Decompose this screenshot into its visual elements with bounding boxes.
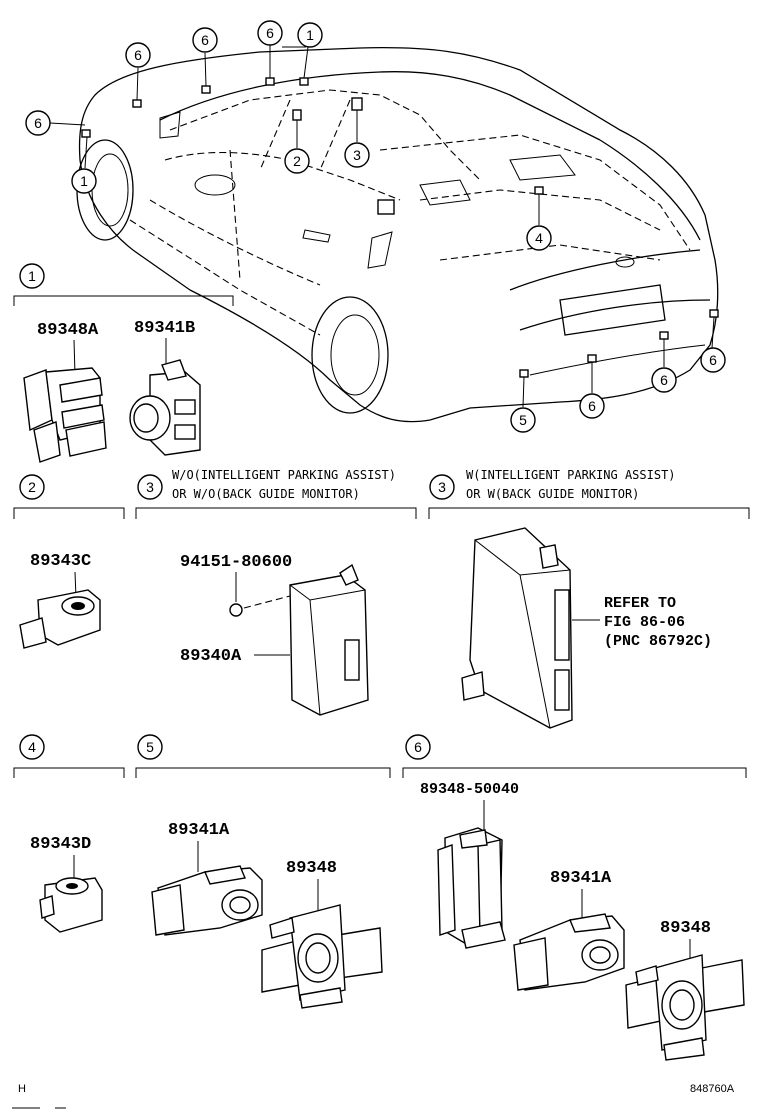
- svg-text:5: 5: [146, 739, 154, 755]
- svg-text:6: 6: [709, 352, 717, 368]
- svg-text:5: 5: [519, 412, 527, 428]
- svg-text:3: 3: [438, 479, 446, 495]
- svg-text:6: 6: [34, 115, 42, 131]
- part-number-89348-s6: 89348: [660, 919, 711, 938]
- svg-text:6: 6: [414, 739, 422, 755]
- svg-text:1: 1: [306, 27, 314, 43]
- part-number-89340A: 89340A: [180, 647, 242, 666]
- section-6: 6 89348-50040 89341A 89348: [402, 734, 747, 1061]
- callout-5-a: 5: [510, 407, 536, 433]
- bracket-89348-s5: [261, 904, 383, 1009]
- sensor-89341A-s6: [513, 913, 625, 991]
- svg-text:3: 3: [353, 147, 361, 163]
- callout-6-a: 6: [125, 42, 151, 68]
- svg-text:4: 4: [535, 230, 543, 246]
- section-3b: 3 W(INTELLIGENT PARKING ASSIST) OR W(BAC…: [428, 468, 750, 729]
- svg-text:OR W/O(BACK GUIDE MONITOR): OR W/O(BACK GUIDE MONITOR): [172, 487, 360, 501]
- section-3a: 3 W/O(INTELLIGENT PARKING ASSIST) OR W/O…: [135, 468, 417, 716]
- svg-text:4: 4: [28, 739, 36, 755]
- svg-text:6: 6: [134, 47, 142, 63]
- svg-text:OR W(BACK GUIDE MONITOR): OR W(BACK GUIDE MONITOR): [466, 487, 639, 501]
- svg-text:6: 6: [660, 372, 668, 388]
- bracket-89348-50040: [437, 827, 506, 949]
- ecu-89340A: [289, 563, 369, 716]
- svg-text:1: 1: [28, 268, 36, 284]
- bracket-89348-s6: [625, 954, 745, 1061]
- part-number-89341A-s6: 89341A: [550, 869, 612, 888]
- part-number-89341B: 89341B: [134, 319, 195, 338]
- callout-6-g: 6: [700, 347, 726, 373]
- svg-text:1: 1: [80, 173, 88, 189]
- part-number-89348-s5: 89348: [286, 859, 337, 878]
- callout-1-a: 1: [297, 22, 323, 48]
- callout-6-e: 6: [579, 393, 605, 419]
- part-number-89343D: 89343D: [30, 835, 91, 854]
- callout-6-c: 6: [257, 20, 283, 46]
- car-callouts: 6 6 6 1 6 1 2 3 4 5 6 6 6: [25, 20, 726, 433]
- sensor-89341B: [129, 359, 201, 456]
- svg-text:6: 6: [201, 32, 209, 48]
- footer-code: 848760A: [690, 1083, 735, 1095]
- svg-text:2: 2: [28, 479, 36, 495]
- sensor-89343D: [39, 877, 103, 933]
- part-number-94151-80600: 94151-80600: [180, 553, 292, 572]
- callout-2-a: 2: [284, 148, 310, 174]
- callout-1-b: 1: [71, 168, 97, 194]
- svg-text:6: 6: [588, 398, 596, 414]
- callout-6-b: 6: [192, 27, 218, 53]
- svg-text:FIG 86-06: FIG 86-06: [604, 614, 685, 631]
- part-number-89343C: 89343C: [30, 552, 91, 571]
- section-1: 1 89348A 89341B: [13, 263, 234, 463]
- footer-left: H: [18, 1083, 26, 1095]
- section-2: 2 89343C: [13, 474, 125, 649]
- svg-text:(PNC 86792C): (PNC 86792C): [604, 633, 712, 650]
- svg-text:6: 6: [266, 25, 274, 41]
- sensor-89343C: [19, 589, 101, 649]
- bracket-89348A: [23, 367, 107, 463]
- part-number-89341A-s5: 89341A: [168, 821, 230, 840]
- callout-3-a: 3: [344, 142, 370, 168]
- callout-6-f: 6: [651, 367, 677, 393]
- svg-text:2: 2: [293, 153, 301, 169]
- section-4: 4 89343D: [13, 734, 125, 933]
- car-illustration: [76, 47, 719, 423]
- svg-text:W(INTELLIGENT PARKING ASSIST): W(INTELLIGENT PARKING ASSIST): [466, 468, 676, 482]
- part-number-89348-50040: 89348-50040: [420, 781, 519, 798]
- ecu-park-assist: [461, 527, 573, 729]
- sensor-89341A-s5: [151, 865, 263, 936]
- car-leader-lines: [49, 45, 715, 408]
- svg-text:3: 3: [146, 479, 154, 495]
- section-5: 5 89341A 89348: [135, 734, 391, 1009]
- svg-text:REFER TO: REFER TO: [604, 595, 676, 612]
- part-number-89348A: 89348A: [37, 321, 99, 340]
- callout-6-d: 6: [25, 110, 51, 136]
- footer: H 848760A: [12, 1083, 735, 1109]
- svg-text:W/O(INTELLIGENT PARKING ASSIST: W/O(INTELLIGENT PARKING ASSIST): [172, 468, 396, 482]
- callout-4-a: 4: [526, 225, 552, 251]
